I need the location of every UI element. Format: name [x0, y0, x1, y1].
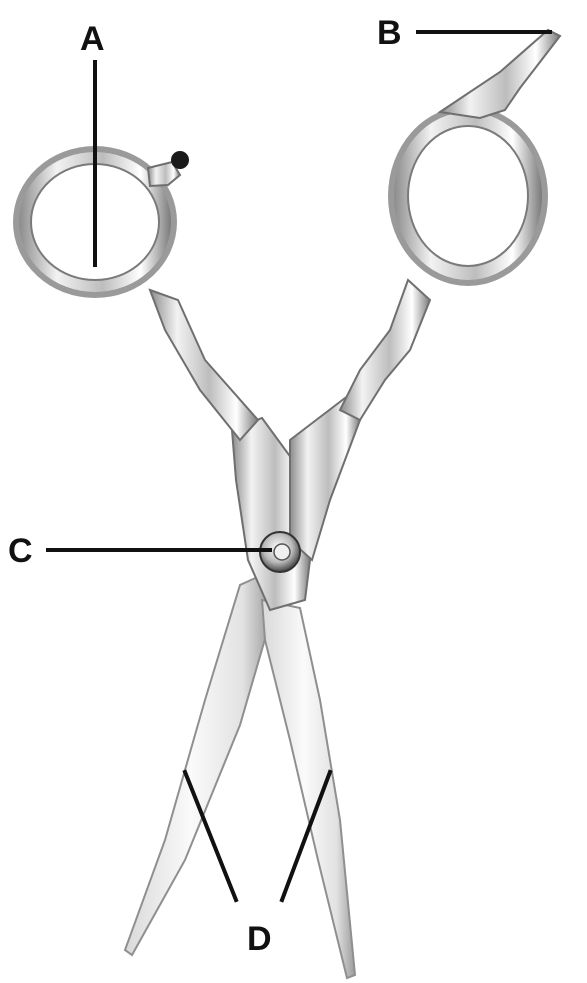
label-c: C: [8, 532, 33, 570]
left-shank: [150, 290, 258, 440]
right-shank: [340, 280, 430, 420]
label-d: D: [247, 920, 272, 958]
label-b: B: [377, 14, 402, 52]
thumb-ring: [388, 106, 548, 286]
thumb-tang: [440, 30, 560, 118]
pivot-screw-center: [274, 544, 290, 560]
label-a: A: [80, 20, 105, 58]
left-blade: [125, 575, 272, 955]
scissor-body-right: [290, 398, 360, 560]
finger-rest-knob: [171, 151, 189, 169]
right-blade: [262, 600, 355, 978]
